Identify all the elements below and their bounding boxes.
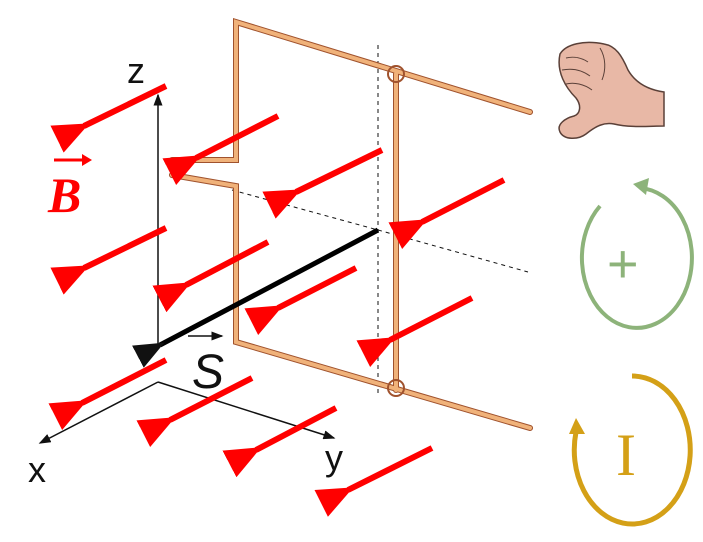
field-arrow <box>50 83 168 153</box>
z-axis-label: z <box>127 50 145 91</box>
x-axis-label: x <box>28 449 46 490</box>
plus-sign: + <box>607 234 639 294</box>
field-arrow <box>356 295 474 368</box>
field-arrow <box>162 113 280 186</box>
x-axis <box>38 381 159 444</box>
dashed-lower-diagonal <box>377 229 529 273</box>
area-rod <box>132 227 380 368</box>
field-arrow <box>244 265 358 336</box>
lower-contact <box>387 379 405 397</box>
field-arrows <box>48 83 506 517</box>
field-arrow <box>314 445 434 517</box>
current-direction-indicator: I <box>569 373 693 527</box>
dashed-upper-diagonal <box>231 189 379 231</box>
y-axis <box>157 381 336 440</box>
field-arrow <box>222 405 338 478</box>
positive-orientation-indicator: + <box>579 178 694 330</box>
lower-rail <box>170 173 532 430</box>
field-arrow <box>152 239 270 313</box>
field-arrow <box>50 225 168 295</box>
area-symbol: S <box>192 346 224 399</box>
y-axis-label: y <box>325 437 343 478</box>
upper-rail <box>170 19 532 162</box>
right-hand-rule-icon <box>558 41 665 139</box>
field-symbol: B <box>47 167 81 223</box>
counterclockwise-arrow-icon <box>579 186 694 330</box>
field-arrow <box>262 147 384 219</box>
area-vector-label: S <box>188 331 224 399</box>
field-arrow <box>48 357 168 431</box>
coordinate-axes: z x y <box>28 50 343 490</box>
field-arrow <box>136 375 254 448</box>
upper-contact <box>387 65 405 83</box>
counterclockwise-arrow-icon <box>571 373 693 527</box>
field-label: B <box>47 154 92 223</box>
wire-frame <box>169 17 533 431</box>
field-arrow <box>388 177 506 250</box>
current-symbol: I <box>616 422 636 488</box>
field-vector-head <box>82 154 92 166</box>
